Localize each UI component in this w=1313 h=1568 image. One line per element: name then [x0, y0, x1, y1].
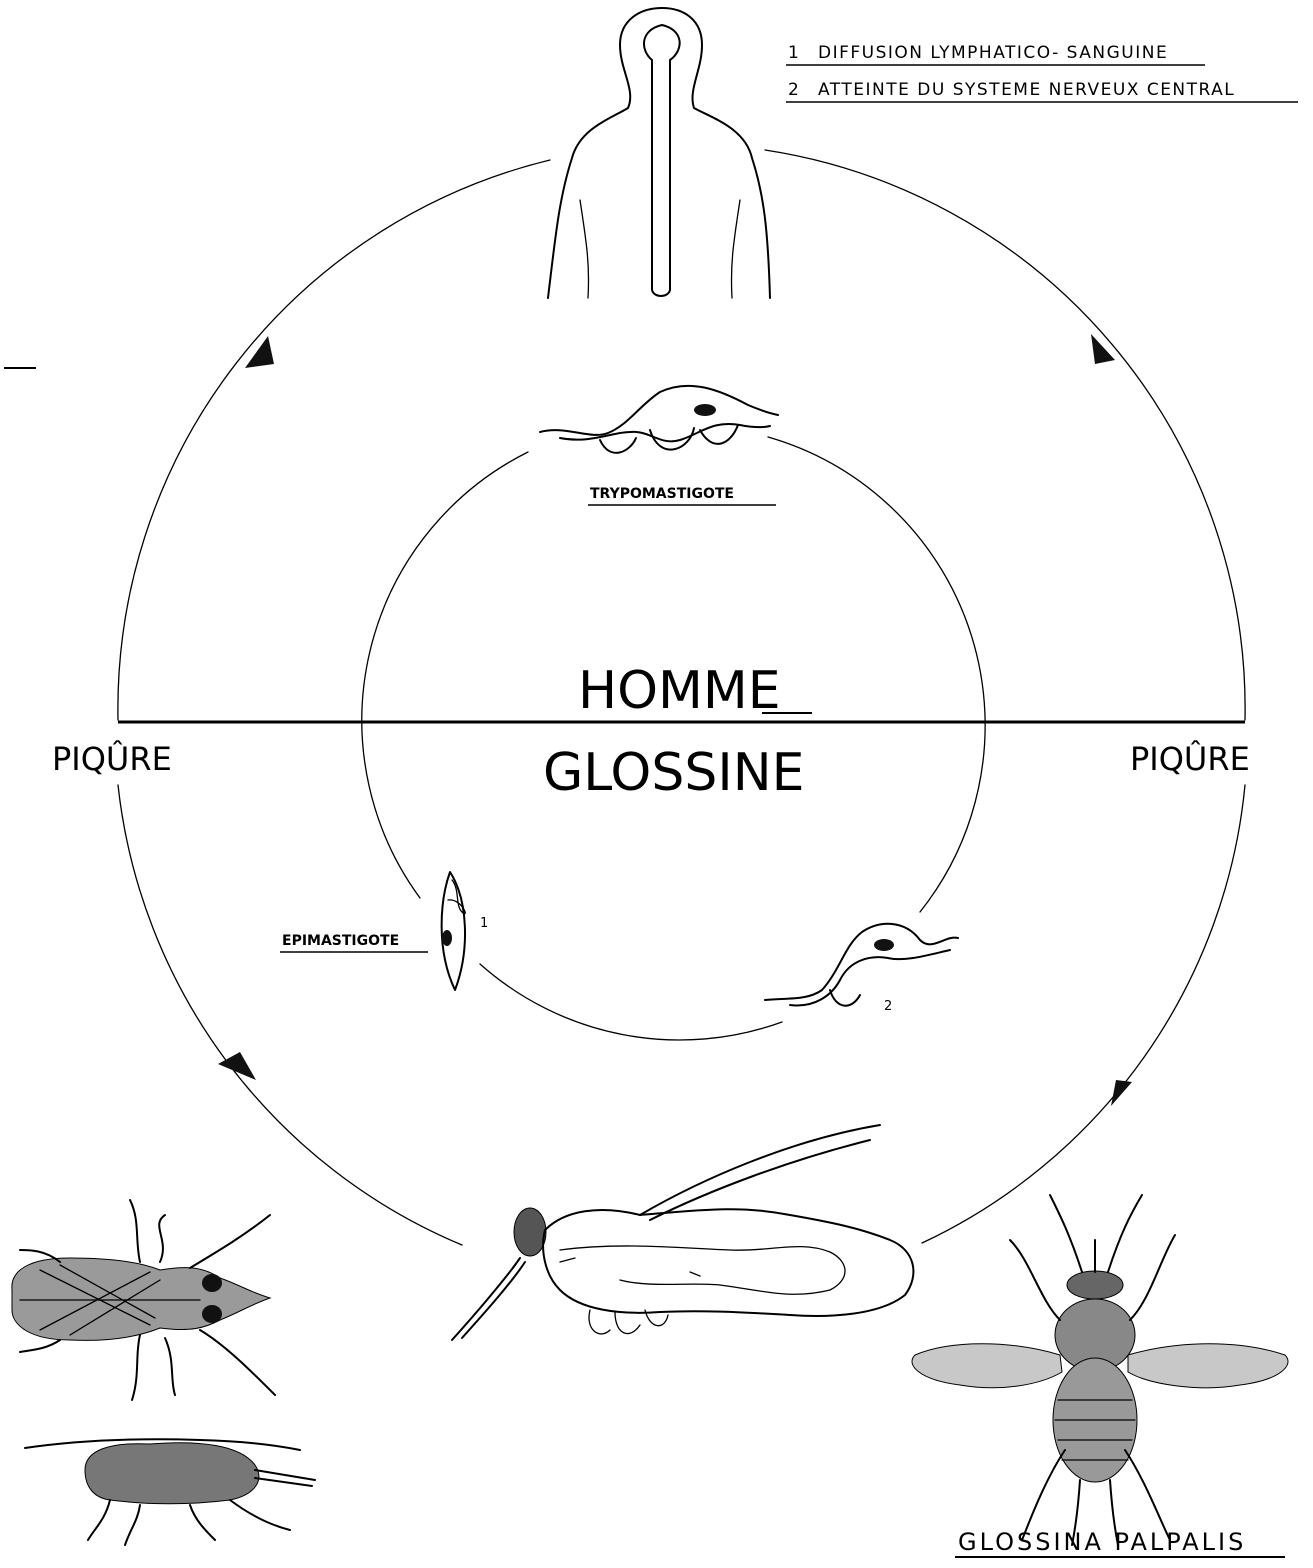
palpalis-head: [1067, 1271, 1123, 1299]
transmission-label-left: PIQÛRE: [52, 739, 172, 778]
tsetse-fly-side-icon: [25, 1439, 315, 1545]
cycle-arrow-bottom-right-icon: [1111, 1080, 1132, 1106]
outer-arc-bottom-right: [922, 785, 1245, 1243]
outer-arc-bottom-left: [118, 785, 462, 1245]
stage-label-trypomastigote: TRYPOMASTIGOTE: [590, 486, 734, 502]
cycle-arrow-top-left-icon: [245, 336, 274, 368]
fly-eye-lower: [202, 1305, 222, 1323]
inner-arc-left: [362, 452, 528, 898]
epimastigote-icon: [442, 872, 466, 990]
inner-arc-right: [768, 437, 985, 912]
glossina-palpalis-icon: [912, 1195, 1288, 1545]
legend-text-2: ATTEINTE DU SYSTEME NERVEUX CENTRAL: [818, 80, 1235, 100]
inner-cycle: [362, 437, 985, 1040]
tsetse-anatomy-icon: [452, 1125, 913, 1340]
metacyclic-trypomastigote-icon: [765, 924, 958, 1006]
cycle-arrow-top-right-icon: [1091, 334, 1115, 364]
trypomastigote-nucleus: [694, 404, 716, 416]
host-label-homme: HOMME: [578, 661, 781, 721]
stage-label-epimastigote: EPIMASTIGOTE: [282, 933, 399, 949]
gut-form-nucleus: [874, 939, 894, 951]
transmission-label-right: PIQÛRE: [1130, 739, 1250, 778]
outer-arc-top-left: [118, 160, 550, 720]
legend-number-2: 2: [788, 80, 800, 100]
tsetse-eye: [514, 1208, 546, 1256]
legend-text-1: DIFFUSION LYMPHATICO- SANGUINE: [818, 43, 1168, 63]
trypomastigote-icon: [540, 386, 778, 453]
epimastigote-marker: 1: [480, 916, 488, 931]
epimastigote-nucleus: [442, 930, 452, 946]
species-label: GLOSSINA PALPALIS: [958, 1528, 1246, 1556]
legend-number-1: 1: [788, 43, 800, 63]
legend: 1 DIFFUSION LYMPHATICO- SANGUINE 2 ATTEI…: [786, 43, 1298, 102]
inner-arc-bottom: [480, 964, 782, 1040]
human-torso-icon: [548, 8, 770, 298]
host-label-glossine: GLOSSINE: [543, 743, 804, 803]
outer-arc-top-right: [765, 150, 1245, 720]
fly-eye-upper: [202, 1274, 222, 1292]
gut-form-marker: 2: [884, 999, 892, 1014]
tsetse-fly-dorsal-icon: [12, 1200, 275, 1400]
